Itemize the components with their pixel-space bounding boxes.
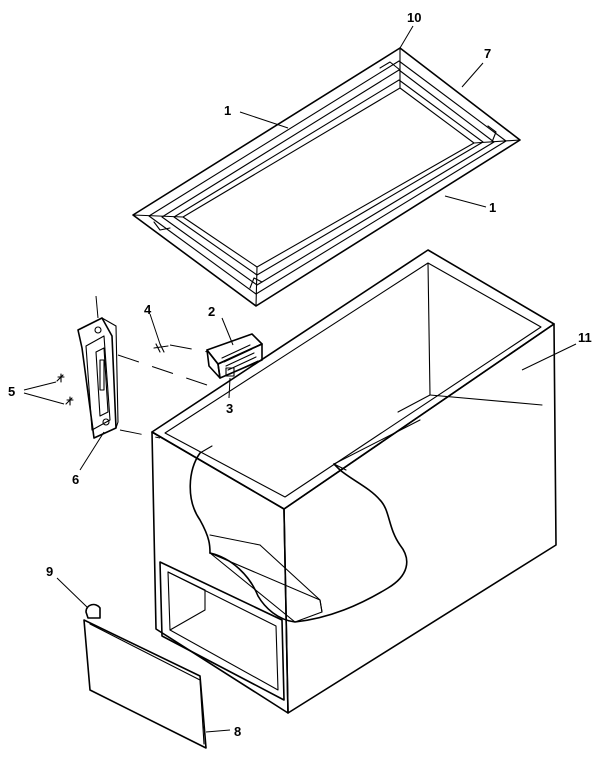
callout-9: 9 (46, 564, 53, 579)
alignment-lines (95, 295, 209, 439)
callout-1-top: 1 (224, 103, 231, 118)
callout-4: 4 (144, 302, 152, 317)
hinge-block (206, 333, 263, 379)
screw-icon (153, 343, 169, 353)
callout-7: 7 (484, 46, 491, 61)
callout-10: 10 (407, 10, 421, 25)
freezer-cabinet (151, 249, 557, 714)
callout-labels: 1 1 2 3 4 5 6 7 8 9 10 11 (8, 10, 592, 739)
callout-leaders (23, 25, 577, 733)
clip-part (85, 603, 101, 619)
callout-1-right: 1 (489, 200, 496, 215)
callout-2: 2 (208, 304, 215, 319)
callout-3: 3 (226, 401, 233, 416)
screw-icon (56, 373, 74, 406)
lid-gasket-frame (132, 47, 521, 307)
callout-6: 6 (72, 472, 79, 487)
callout-5: 5 (8, 384, 15, 399)
cover-panel (83, 603, 207, 749)
callout-8: 8 (234, 724, 241, 739)
hinge-bracket (77, 317, 119, 439)
callout-11: 11 (578, 330, 592, 345)
